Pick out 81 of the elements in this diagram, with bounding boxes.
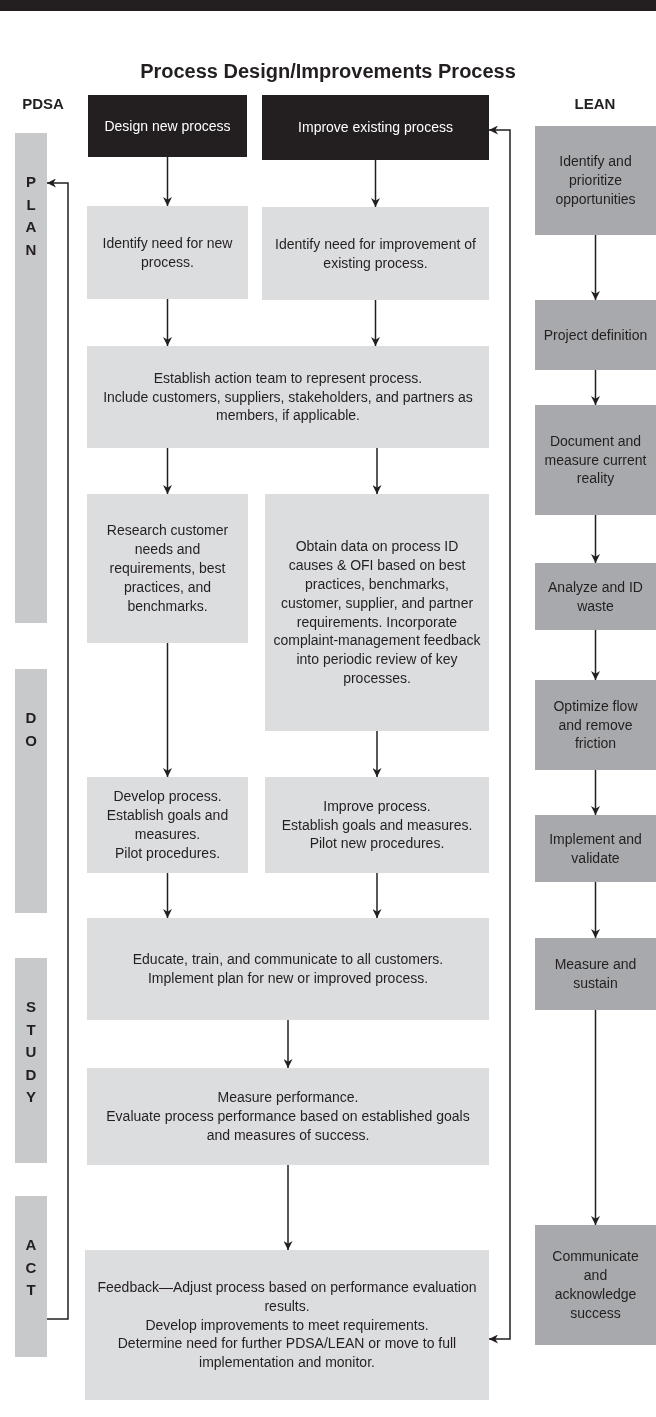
step-text: Educate, train, and communicate to all customers. [132, 950, 444, 969]
lean-step-box [535, 563, 656, 630]
column-heading: PDSA [21, 94, 65, 114]
step-text: Establish goals and measures. [281, 815, 473, 835]
step-text: Identify and prioritize opportunities [554, 152, 637, 209]
step-text: Optimize flow and remove friction [552, 696, 639, 754]
step-text: Establish action team to represent process. [153, 368, 423, 388]
arrow [591, 1009, 600, 1226]
step-text: Include customers, suppliers, stakeholders, and partners as members, if applicable. [102, 387, 474, 426]
start-box [262, 95, 489, 160]
lean-step-box [535, 938, 656, 1010]
step-text: Evaluate process performance based on established goals and measures of success. [105, 1107, 471, 1145]
arrow [488, 125, 511, 1344]
diagram-title: Process Design/Improvements Process [139, 59, 517, 84]
process-box [87, 777, 248, 873]
step-text: Identify need for new process. [101, 233, 234, 272]
step-text: Develop improvements to meet requirements. [145, 1315, 429, 1335]
process-box [87, 494, 248, 643]
arrow [372, 730, 382, 778]
arrow [163, 156, 172, 207]
phase-band [15, 1196, 47, 1357]
step-text: Feedback—Adjust process based on performance evaluation results. [96, 1277, 478, 1316]
arrow [371, 159, 380, 208]
process-box [262, 207, 489, 300]
arrow [591, 629, 600, 681]
step-text: Measure performance. [217, 1088, 359, 1108]
step-text: Develop process. [113, 787, 222, 807]
lean-step-box [535, 1225, 656, 1345]
arrow [283, 1019, 293, 1069]
column-heading: LEAN [573, 94, 617, 114]
lean-step-box [535, 405, 656, 515]
lean-step-box [535, 300, 656, 370]
arrow [163, 447, 172, 495]
arrow [163, 298, 172, 347]
step-text: Pilot new procedures. [309, 834, 445, 854]
arrow [372, 872, 382, 919]
step-text: Improve existing process [298, 118, 453, 137]
step-text: Measure and sustain [553, 955, 638, 993]
lean-step-box [535, 815, 656, 882]
arrow [46, 178, 69, 1320]
process-box [265, 494, 489, 731]
start-box [88, 95, 247, 157]
step-text: Analyze and ID waste [547, 577, 644, 616]
lean-step-box [535, 680, 656, 770]
process-box [87, 206, 248, 299]
step-text: Implement plan for new or improved process. [147, 969, 429, 988]
arrow [163, 872, 172, 919]
step-text: Research customer needs and requirements, best practices, and benchmarks. [105, 521, 230, 616]
arrow [591, 369, 600, 406]
arrow [371, 299, 380, 347]
step-text: Improve process. [323, 796, 431, 816]
arrow [591, 769, 600, 816]
process-box [265, 777, 489, 873]
step-text: Pilot procedures. [114, 843, 221, 863]
phase-letters: PLAN [24, 172, 38, 260]
step-text: Document and measure current reality [543, 431, 648, 489]
step-text: Identify need for improvement of existing process. [274, 234, 477, 273]
step-text: Implement and validate [548, 829, 643, 868]
lean-step-box [535, 126, 656, 235]
process-box [87, 346, 489, 448]
arrow [591, 234, 600, 301]
arrow [163, 642, 172, 778]
process-box [85, 1250, 489, 1400]
phase-letters: ACT [24, 1235, 38, 1300]
step-text: Establish goals and measures. [105, 806, 230, 844]
process-box [87, 918, 489, 1020]
step-text: Obtain data on process ID causes & OFI based on best practices, benchmarks, customer, supplier, and partner requirements. Incorporate complaint-management feedback into periodic review of key processes. [273, 536, 481, 689]
phase-band [15, 133, 47, 623]
step-text: Design new process [104, 116, 231, 136]
arrow [591, 514, 600, 564]
step-text: Project definition [543, 325, 648, 345]
arrow [591, 881, 600, 939]
phase-letters: DO [24, 708, 38, 751]
arrow [283, 1164, 293, 1251]
arrow [372, 447, 382, 495]
step-text: Communicate and acknowledge success [551, 1247, 640, 1323]
process-box [87, 1068, 489, 1165]
step-text: Determine need for further PDSA/LEAN or move to full implementation and monitor. [116, 1334, 458, 1373]
phase-letters: STUDY [24, 997, 38, 1107]
phase-band [15, 958, 47, 1163]
phase-band [15, 669, 47, 913]
